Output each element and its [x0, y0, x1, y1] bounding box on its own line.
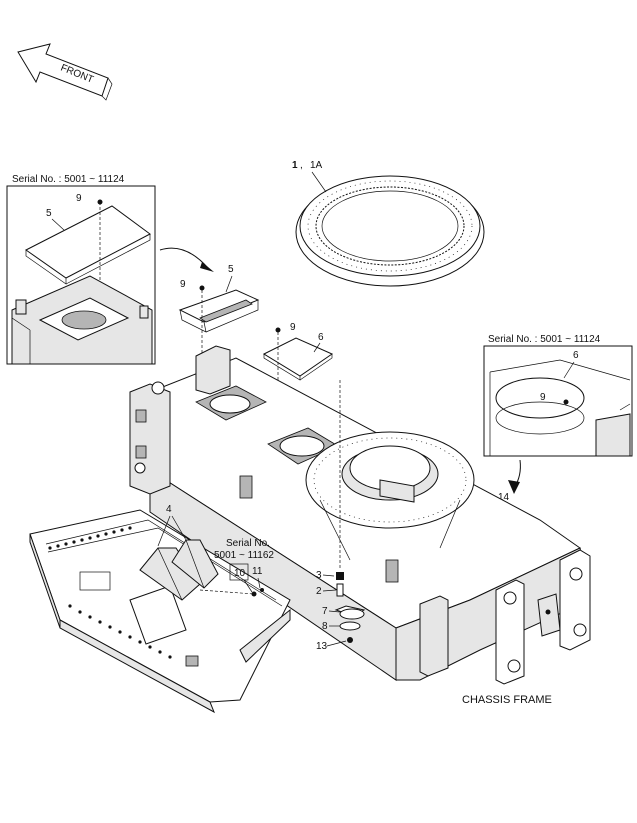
swing-bearing-sep: ,	[300, 160, 303, 171]
label-part-11: 11	[252, 566, 263, 577]
serial-mid-line2: 5001 ~ 11162	[214, 550, 274, 561]
fastener-stack: 3 2 7 8 13	[316, 380, 366, 652]
inset-right: Serial No. : 5001 ~ 11124 9 6	[483, 334, 633, 457]
front-arrow: FRONT	[17, 43, 113, 101]
inset-left-pointer	[159, 247, 209, 269]
inset-left-serial: Serial No. : 5001 ~ 11124	[12, 174, 125, 185]
label-plate-14: 14	[498, 492, 510, 503]
inset-right-serial: Serial No. : 5001 ~ 11124	[488, 334, 601, 345]
inset-right-label-6: 6	[573, 350, 579, 361]
label-part-10: 10	[234, 568, 246, 579]
label-part-3: 3	[316, 570, 322, 581]
label-part-7: 7	[322, 606, 328, 617]
label-cover-5: 5	[228, 264, 234, 275]
label-block-4: 4	[166, 504, 172, 515]
diagram-caption: CHASSIS FRAME	[462, 694, 552, 706]
inset-left: Serial No. : 5001 ~ 11124 9 5	[6, 174, 156, 365]
label-bolt-9b: 9	[290, 322, 296, 333]
cover-6: 9 6	[262, 322, 334, 430]
label-part-2: 2	[316, 586, 322, 597]
swing-bearing-ring: 1 , 1A	[292, 160, 485, 287]
swing-bearing-alt: 1A	[310, 160, 323, 171]
label-bolt-9a: 9	[180, 279, 186, 290]
inset-right-pointer-head	[508, 480, 520, 494]
inset-left-label-9: 9	[76, 193, 82, 204]
label-cover-6: 6	[318, 332, 324, 343]
inset-left-label-5: 5	[46, 208, 52, 219]
under-cover-assembly: 4 Serial No. 5001 ~ 11162 10 11	[29, 504, 291, 714]
inset-right-label-9: 9	[540, 392, 546, 403]
serial-mid-line1: Serial No.	[226, 538, 270, 549]
label-part-8: 8	[322, 621, 328, 632]
cover-5: 9 5	[178, 264, 260, 420]
swing-bearing-num: 1	[292, 160, 298, 171]
chassis-frame-body	[129, 345, 591, 685]
label-part-13: 13	[316, 641, 328, 652]
inset-left-pointer-head	[200, 262, 214, 272]
